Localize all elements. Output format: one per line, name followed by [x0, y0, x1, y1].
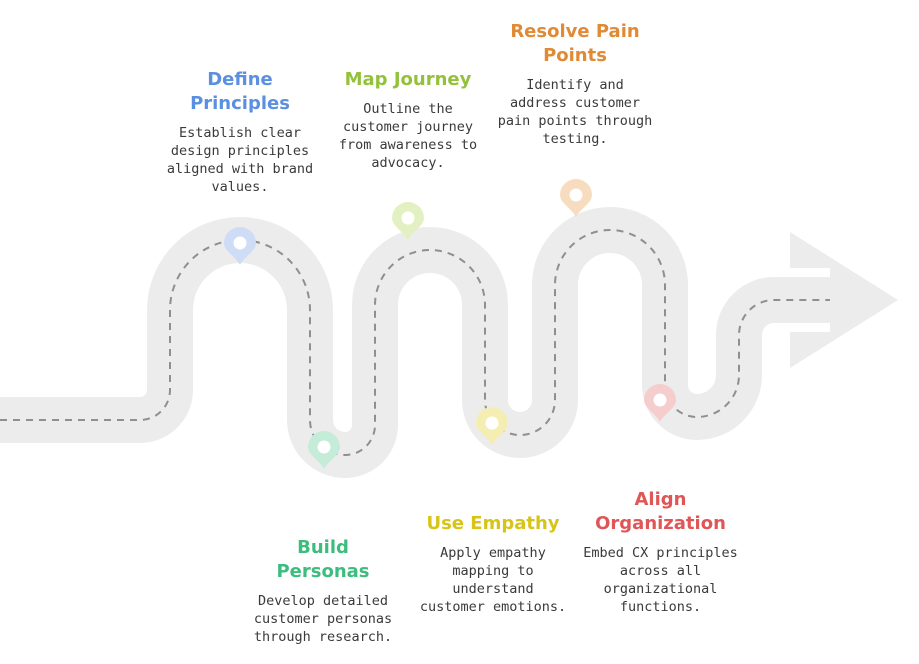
step-resolve-pain-points: Resolve Pain Points Identify and address…: [495, 20, 655, 148]
step-title: Map Journey: [344, 69, 472, 90]
step-title: Align Organization: [595, 489, 726, 534]
step-description: Identify and address customer pain point…: [497, 77, 653, 147]
step-title: Build Personas: [276, 537, 370, 582]
location-pin-icon: [476, 407, 508, 445]
step-description: Establish clear design principles aligne…: [166, 125, 314, 195]
step-title: Define Principles: [190, 69, 290, 114]
location-pin-icon: [308, 431, 340, 469]
step-use-empathy: Use Empathy Apply empathy mapping to und…: [418, 512, 568, 616]
location-pin-icon: [644, 384, 676, 422]
location-pin-icon: [560, 179, 592, 217]
road-center-dashes: [0, 229, 830, 457]
step-define-principles: Define Principles Establish clear design…: [160, 68, 320, 196]
location-pin-icon: [224, 227, 256, 265]
step-description: Develop detailed customer personas throu…: [253, 593, 393, 645]
step-title: Use Empathy: [426, 513, 560, 534]
winding-road: [0, 207, 830, 478]
location-pins: [224, 179, 676, 469]
step-title: Resolve Pain Points: [510, 21, 640, 66]
step-map-journey: Map Journey Outline the customer journey…: [333, 68, 483, 172]
arrow-head-icon: [790, 232, 898, 368]
step-description: Embed CX principles across all organizat…: [583, 545, 738, 615]
step-align-organization: Align Organization Embed CX principles a…: [578, 488, 743, 616]
step-build-personas: Build Personas Develop detailed customer…: [248, 536, 398, 646]
step-description: Outline the customer journey from awaren…: [338, 101, 478, 171]
step-description: Apply empathy mapping to understand cust…: [419, 545, 567, 615]
location-pin-icon: [392, 202, 424, 240]
